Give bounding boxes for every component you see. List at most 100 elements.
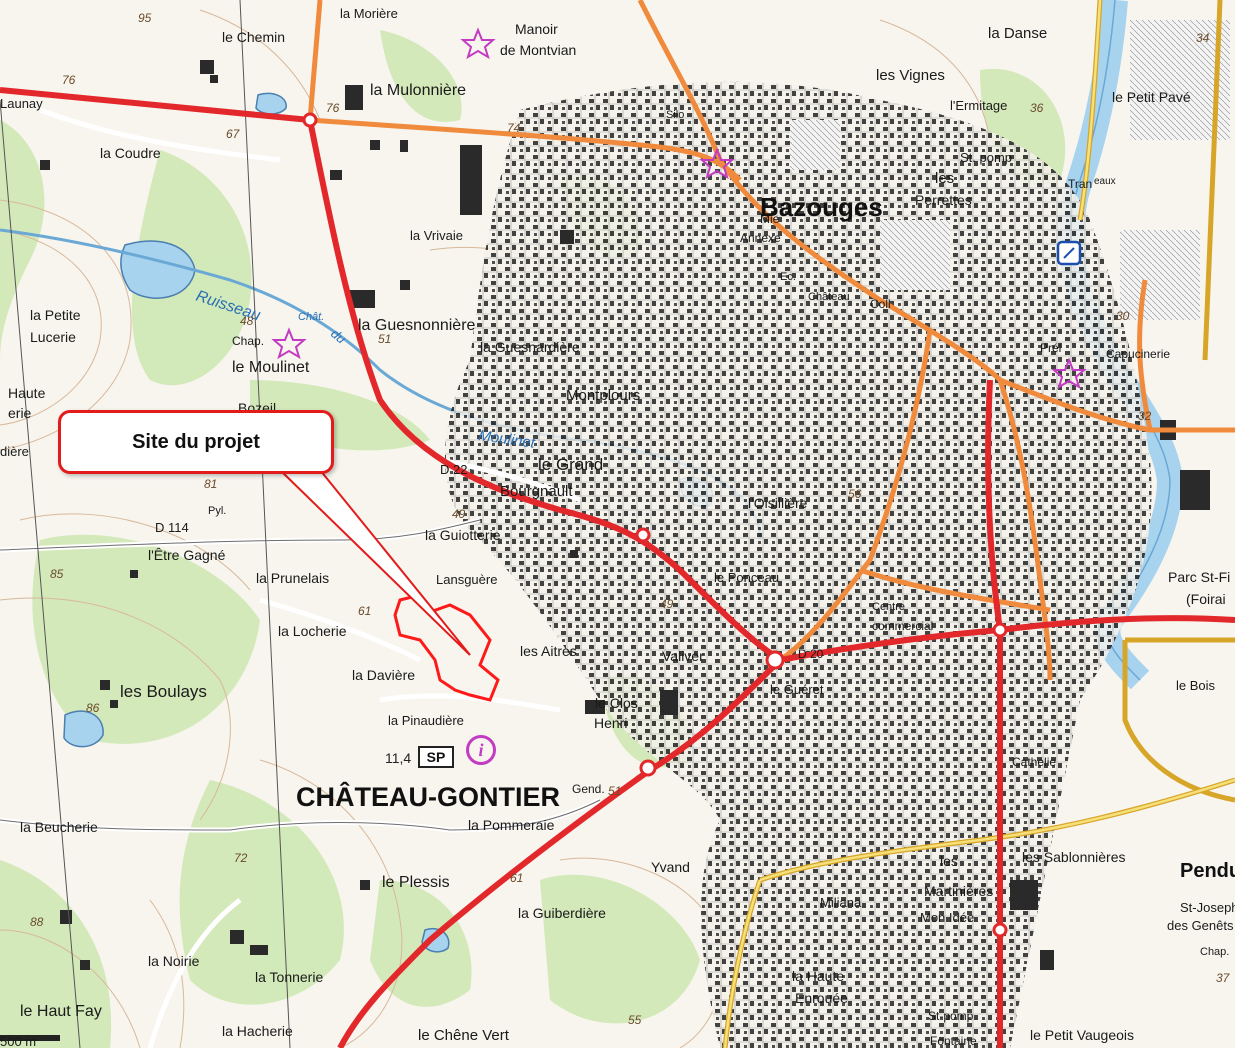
place-label: Chap. xyxy=(1200,946,1229,958)
place-label: Coll xyxy=(870,297,891,311)
place-label: le Chêne Vert xyxy=(418,1027,510,1044)
place-label: Château xyxy=(808,291,850,303)
place-label: St-Joseph xyxy=(1180,900,1235,915)
place-label: Henri xyxy=(594,715,627,731)
place-label: la Guiberdière xyxy=(518,905,606,921)
urban-area xyxy=(445,20,1230,1048)
place-label: Launay xyxy=(0,96,43,111)
place-label: les xyxy=(940,853,958,869)
project-site-callout[interactable]: Site du projet xyxy=(58,410,334,474)
elevation-label: 51 xyxy=(378,332,391,346)
place-label: la Vrivaie xyxy=(410,228,463,243)
place-label: Martinières xyxy=(924,883,993,899)
place-label: St. pomp xyxy=(960,150,1012,165)
secondary-roads xyxy=(307,0,1235,681)
altitude-label: 11,4 xyxy=(385,750,412,766)
place-label: la Beucherie xyxy=(20,819,98,835)
town-label-pendu: Pendu xyxy=(1180,860,1235,882)
place-label: des Genêts xyxy=(1167,918,1234,933)
elevation-label: 34 xyxy=(1196,31,1210,45)
place-label: Centre xyxy=(872,601,905,613)
place-label: la Petite xyxy=(30,307,81,323)
place-label: Lucerie xyxy=(30,329,76,345)
place-label: Enrouée xyxy=(795,990,848,1006)
main-roads xyxy=(0,87,1235,1048)
elevation-label: 55 xyxy=(628,1013,642,1027)
power-lines xyxy=(0,0,291,1048)
minor-roads-outline xyxy=(0,519,601,831)
place-label: Fontaine xyxy=(930,1034,977,1048)
place-label: Yvand xyxy=(651,859,690,875)
place-label: la Tonnerie xyxy=(255,969,323,985)
elevation-label: 49 xyxy=(452,507,466,521)
town-label-chateau-gontier: CHÂTEAU-GONTIER xyxy=(296,782,560,812)
place-label: Pyl. xyxy=(208,505,226,517)
place-label: la Morière xyxy=(340,6,398,21)
place-label: erie xyxy=(8,405,32,421)
main-road-junctions xyxy=(302,112,1008,938)
place-label: le Clos xyxy=(595,695,638,711)
elevation-label: 81 xyxy=(204,477,217,491)
place-label: le Petit Pavé xyxy=(1112,89,1191,105)
place-label: les Sablonnières xyxy=(1022,849,1126,865)
place-label: Haute xyxy=(8,385,46,401)
water-label: Chât. xyxy=(298,311,324,323)
place-label: la Pinaudière xyxy=(388,713,464,728)
place-label: Mie xyxy=(760,212,780,226)
town-label-bazouges: Bazouges xyxy=(760,192,883,222)
info-icon[interactable]: i xyxy=(466,735,496,765)
elevation-label: 32 xyxy=(1138,409,1152,423)
project-site-outline[interactable] xyxy=(393,593,500,702)
nautical-icon xyxy=(1056,240,1082,266)
place-label: la Hacherie xyxy=(222,1023,293,1039)
place-label: Annexe xyxy=(740,231,781,245)
place-label: (Foirai xyxy=(1186,591,1226,607)
elevation-label: 88 xyxy=(30,915,44,929)
elevation-label: 74 xyxy=(507,121,521,135)
elevation-label: 76 xyxy=(62,73,76,87)
place-label: la Haute xyxy=(792,968,844,984)
place-label: Montplours xyxy=(566,387,640,404)
place-label: Miliana xyxy=(820,895,862,910)
place-label: commercial xyxy=(872,619,933,633)
place-label: Prél xyxy=(1040,341,1061,355)
place-label: St-pomp xyxy=(928,1009,974,1023)
elevation-label: 67 xyxy=(226,127,241,141)
place-label: l'Ermitage xyxy=(950,98,1007,113)
elevation-label: 72 xyxy=(234,851,248,865)
place-label: Silo xyxy=(666,109,684,121)
place-label: la Guesnonnière xyxy=(358,317,476,334)
yellow-roads-inner xyxy=(723,0,1235,1048)
place-label: la Coudre xyxy=(100,145,161,161)
elevation-label: 48 xyxy=(240,314,254,328)
elevation-label: 61 xyxy=(510,871,523,885)
sp-badge: SP xyxy=(418,746,454,768)
star-icon xyxy=(1051,357,1087,390)
place-label: le Bois xyxy=(1176,678,1216,693)
elevation-label: 49 xyxy=(660,597,674,611)
place-label: la Guiotterie xyxy=(425,527,501,543)
place-label: Chap. xyxy=(232,334,264,348)
elevation-label: 86 xyxy=(86,701,100,715)
place-label: Mon Idée xyxy=(920,910,974,925)
place-label: l'Être Gagné xyxy=(148,547,226,563)
place-label: la Locherie xyxy=(278,623,347,639)
place-label: le Petit Vaugeois xyxy=(1030,1027,1134,1043)
place-label: Perrettes xyxy=(915,192,972,208)
elevation-label: 37 xyxy=(1216,971,1231,985)
place-label: le Chemin xyxy=(222,29,285,45)
place-label: l'Oisillière xyxy=(748,495,808,511)
place-label: Tran xyxy=(1068,177,1092,191)
place-label: Valiver xyxy=(662,648,704,664)
elevation-label: 30 xyxy=(1116,309,1130,323)
place-label: Lansguère xyxy=(436,572,497,587)
elevation-label: 61 xyxy=(358,604,371,618)
place-label: les Vignes xyxy=(876,67,945,84)
poi-stars xyxy=(271,27,1087,390)
place-label: le Ponceau xyxy=(714,570,779,585)
star-icon xyxy=(699,147,735,180)
callout-text: Site du projet xyxy=(132,430,260,453)
